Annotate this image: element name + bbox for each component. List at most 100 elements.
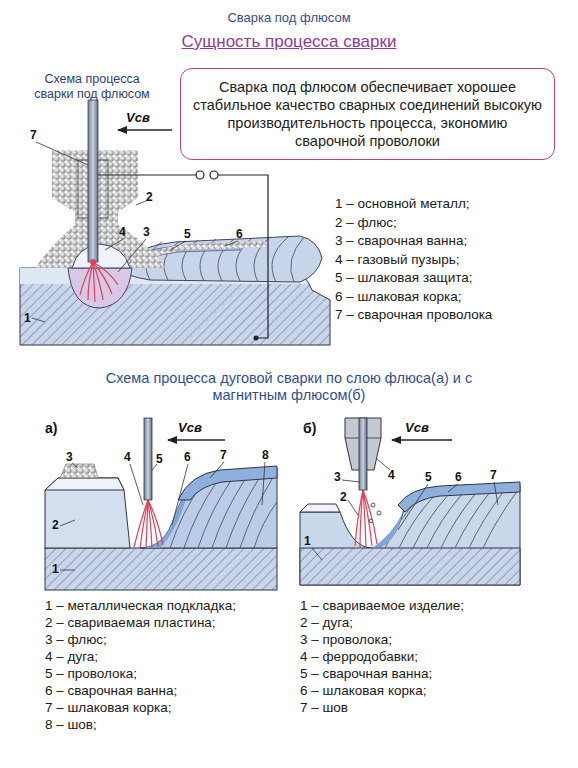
legend-line: 6 – сварочная ванна; <box>45 683 295 699</box>
ferro-particle <box>369 519 373 523</box>
welding-wire <box>144 418 152 500</box>
ferro-particle <box>377 511 381 515</box>
arc-line <box>148 500 163 545</box>
arc-line <box>93 262 118 285</box>
leader-line <box>118 239 146 272</box>
welded-plate <box>45 478 130 548</box>
legend-line: 1 – свариваемое изделие; <box>300 598 560 614</box>
welding-wire <box>88 100 98 262</box>
callout-number: 6 <box>236 227 243 241</box>
leader-line <box>130 464 143 505</box>
leader-line <box>36 142 88 165</box>
legend-line: 4 – ферродобавки; <box>300 649 560 665</box>
backing-plate <box>45 548 277 590</box>
legend-line: 3 – флюс; <box>45 632 295 648</box>
callout-number: 4 <box>388 468 395 482</box>
seam-stripe <box>455 492 490 548</box>
section-heading: Схема процесса дуговой сварки по слою фл… <box>74 370 504 405</box>
arc <box>355 490 377 547</box>
callout-number: 7 <box>30 128 37 142</box>
box-text: Сварка под флюсом обеспечивает хорошее с… <box>193 78 542 151</box>
arc-line <box>88 262 93 300</box>
leader-lines <box>60 462 265 570</box>
workpiece-top <box>300 504 340 512</box>
callout-number: 5 <box>425 470 432 484</box>
legend-line: 5 – шлаковая защита; <box>335 270 575 286</box>
arc-line <box>363 490 372 546</box>
leader-line <box>172 464 188 525</box>
legend-line: 2 – свариваемая пластина; <box>45 615 295 631</box>
arc-line <box>146 500 148 548</box>
callout-number: 6 <box>184 450 191 464</box>
velocity-arrow <box>168 439 225 440</box>
legend-line: 7 – шов <box>300 700 560 716</box>
legend-line: 2 – дуга; <box>300 615 560 631</box>
panel-label: б) <box>303 420 316 437</box>
arc-line <box>355 490 363 546</box>
callout-number: 5 <box>184 227 191 241</box>
legend-line: 2 – флюс; <box>335 215 575 231</box>
callout-number: 3 <box>334 470 341 484</box>
seam-stripe <box>483 490 518 548</box>
leader-line <box>32 318 45 322</box>
velocity-label: Vсв <box>405 420 429 436</box>
seam-stripe <box>240 479 272 548</box>
legend-line: 6 – шлаковая корка; <box>335 289 575 305</box>
slag-crust <box>398 482 520 512</box>
callout-number: 2 <box>340 490 347 504</box>
legend-line: 4 – дуга; <box>45 649 295 665</box>
velocity-label: Vсв <box>126 110 150 126</box>
callout-number: 3 <box>66 450 73 464</box>
power-wire <box>218 175 268 338</box>
callout-number: 1 <box>24 311 31 325</box>
slag-crust <box>178 466 277 500</box>
info-box: Сварка под флюсом обеспечивает хорошее с… <box>180 68 555 160</box>
callout-number: 6 <box>455 470 462 484</box>
velocity-label: Vсв <box>178 420 202 436</box>
terminal <box>196 171 204 179</box>
page-title: Сварка под флюсом <box>0 10 578 26</box>
leader-line <box>494 482 498 505</box>
legend-line: 4 – газовый пузырь; <box>335 252 575 268</box>
leader-line <box>105 239 123 250</box>
leader-line <box>60 520 75 526</box>
arc-line <box>148 500 158 547</box>
leader-line <box>312 548 322 560</box>
callout-number: 2 <box>52 518 59 532</box>
flux-layer <box>140 241 266 262</box>
callout-number: 1 <box>52 562 59 576</box>
legend-line: 6 – шлаковая корка; <box>300 683 560 699</box>
legend-line: 3 – сварочная ванна; <box>335 233 575 249</box>
welding-wire <box>359 418 367 490</box>
arc-line <box>80 262 93 295</box>
arc-line <box>140 500 148 548</box>
leader-line <box>448 484 458 492</box>
leader-line <box>376 458 390 470</box>
gas-bubble <box>72 244 130 268</box>
leader-line <box>262 462 265 505</box>
callout-number: 4 <box>124 450 131 464</box>
callout-number: 8 <box>262 448 269 462</box>
flux-pile <box>60 464 98 478</box>
terminal <box>210 171 218 179</box>
crust-stripe <box>291 237 304 282</box>
contact-point <box>254 336 259 341</box>
diagram-caption: Схема процесса сварки под флюсом <box>31 72 153 102</box>
seam-stripe <box>441 493 476 548</box>
leader-line <box>342 480 360 482</box>
arc-line <box>134 500 148 547</box>
legend-line: 7 – сварочная проволока <box>335 307 575 323</box>
velocity-arrow <box>392 439 452 440</box>
leader-line <box>398 484 428 530</box>
legend-line: 3 – проволока; <box>300 632 560 648</box>
power-wire <box>98 174 196 175</box>
panel-label: а) <box>45 420 57 437</box>
callout-number: 3 <box>143 225 150 239</box>
section-heading: Сущность процесса сварки <box>99 32 479 52</box>
legend-line: 5 – проволока; <box>45 666 295 682</box>
velocity-arrow <box>118 129 172 130</box>
flux-hopper <box>35 150 165 268</box>
ferro-particle <box>371 503 375 507</box>
workpiece-section <box>300 548 520 585</box>
